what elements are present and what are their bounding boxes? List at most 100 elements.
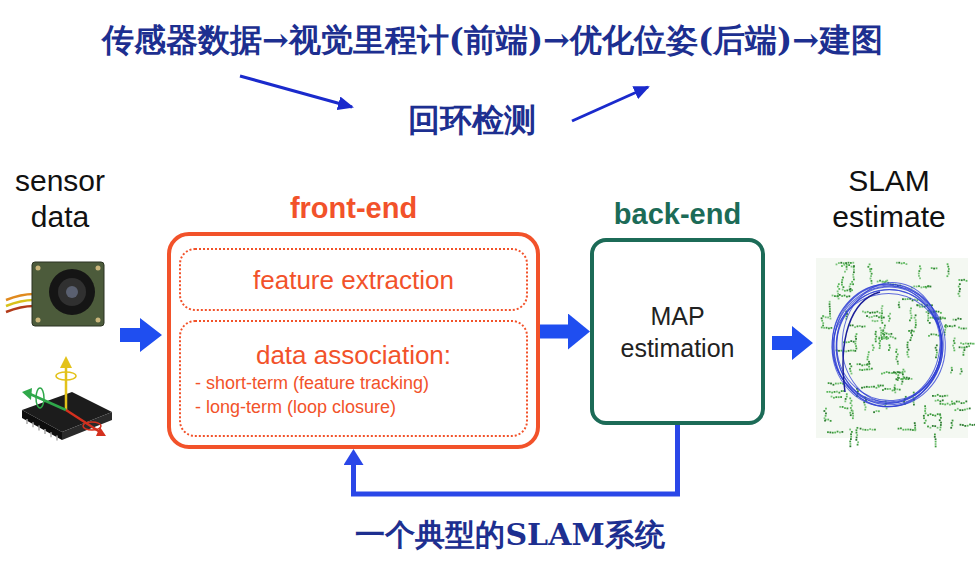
map-point: [960, 342, 962, 344]
map-point: [878, 338, 880, 340]
camera-wire: [6, 306, 34, 312]
map-point: [957, 318, 959, 320]
map-point: [823, 327, 825, 329]
map-point: [929, 427, 931, 429]
map-point: [953, 349, 955, 351]
map-point: [901, 263, 903, 265]
map-point: [837, 293, 839, 295]
map-point: [849, 363, 851, 365]
map-point: [949, 325, 951, 327]
map-point: [925, 412, 927, 414]
map-point: [873, 411, 875, 413]
map-point: [920, 287, 922, 289]
map-point: [891, 372, 893, 374]
back-end-box: back-endMAP estimation: [590, 238, 765, 425]
map-point: [850, 407, 852, 409]
trajectory-loop: [827, 279, 948, 411]
map-point: [856, 333, 858, 335]
map-point: [850, 370, 852, 372]
map-point: [827, 431, 829, 433]
map-point: [918, 285, 920, 287]
map-point: [870, 270, 872, 272]
map-point: [950, 372, 952, 374]
map-point: [876, 387, 878, 389]
map-point: [930, 413, 932, 415]
map-point: [906, 344, 908, 346]
map-point: [959, 409, 961, 411]
map-point: [841, 284, 843, 286]
map-point: [895, 373, 897, 375]
map-point: [856, 437, 858, 439]
map-point: [829, 306, 831, 308]
map-point: [824, 420, 826, 422]
input-arrow: [120, 318, 162, 352]
camera-board: [32, 262, 104, 326]
map-point: [829, 301, 831, 303]
map-point: [914, 425, 916, 427]
map-point: [936, 349, 938, 351]
map-point: [853, 269, 855, 271]
camera-screw: [36, 318, 41, 323]
map-point: [974, 424, 975, 426]
map-point: [864, 409, 866, 411]
map-point: [936, 344, 938, 346]
map-point: [866, 369, 868, 371]
map-point: [870, 275, 872, 277]
map-point: [881, 317, 883, 319]
map-point: [948, 268, 950, 270]
map-point: [938, 311, 940, 313]
map-point: [873, 347, 875, 349]
trajectory-loop: [833, 286, 946, 404]
map-point: [871, 368, 873, 370]
map-point: [888, 320, 890, 322]
flow-arrow: [540, 325, 568, 339]
map-point: [967, 425, 969, 427]
map-point: [927, 285, 929, 287]
map-point: [881, 338, 883, 340]
map-point: [966, 346, 968, 348]
map-point: [928, 335, 930, 337]
map-point: [958, 286, 960, 288]
map-point: [861, 326, 863, 328]
map-point: [869, 312, 871, 314]
map-point: [852, 324, 854, 326]
map-point: [897, 377, 899, 379]
map-point: [942, 403, 944, 405]
map-point: [925, 286, 927, 288]
map-point: [935, 438, 937, 440]
map-point: [868, 351, 870, 353]
map-point: [842, 277, 844, 279]
map-point: [856, 429, 858, 431]
map-point: [832, 432, 834, 434]
map-point: [872, 344, 874, 346]
map-point: [970, 343, 972, 345]
map-point: [903, 377, 905, 379]
map-point: [835, 383, 837, 385]
map-point: [838, 298, 840, 300]
map-point: [876, 320, 878, 322]
map-point: [831, 392, 833, 394]
map-point: [841, 390, 843, 392]
map-point: [961, 347, 963, 349]
map-point: [851, 281, 853, 283]
map-point: [850, 365, 852, 367]
map-point: [829, 315, 831, 317]
map-point: [871, 273, 873, 275]
map-point: [901, 383, 903, 385]
map-point: [898, 262, 900, 264]
map-point: [880, 385, 882, 387]
map-point: [871, 386, 873, 388]
imu-chip: [62, 412, 112, 440]
map-point: [875, 336, 877, 338]
map-point: [879, 342, 881, 344]
axis-head: [96, 427, 106, 436]
map-point: [845, 262, 847, 264]
map-point: [962, 424, 964, 426]
map-point: [832, 295, 834, 297]
map-point: [907, 354, 909, 356]
map-point: [879, 340, 881, 342]
map-point: [908, 349, 910, 351]
map-point: [882, 337, 884, 339]
